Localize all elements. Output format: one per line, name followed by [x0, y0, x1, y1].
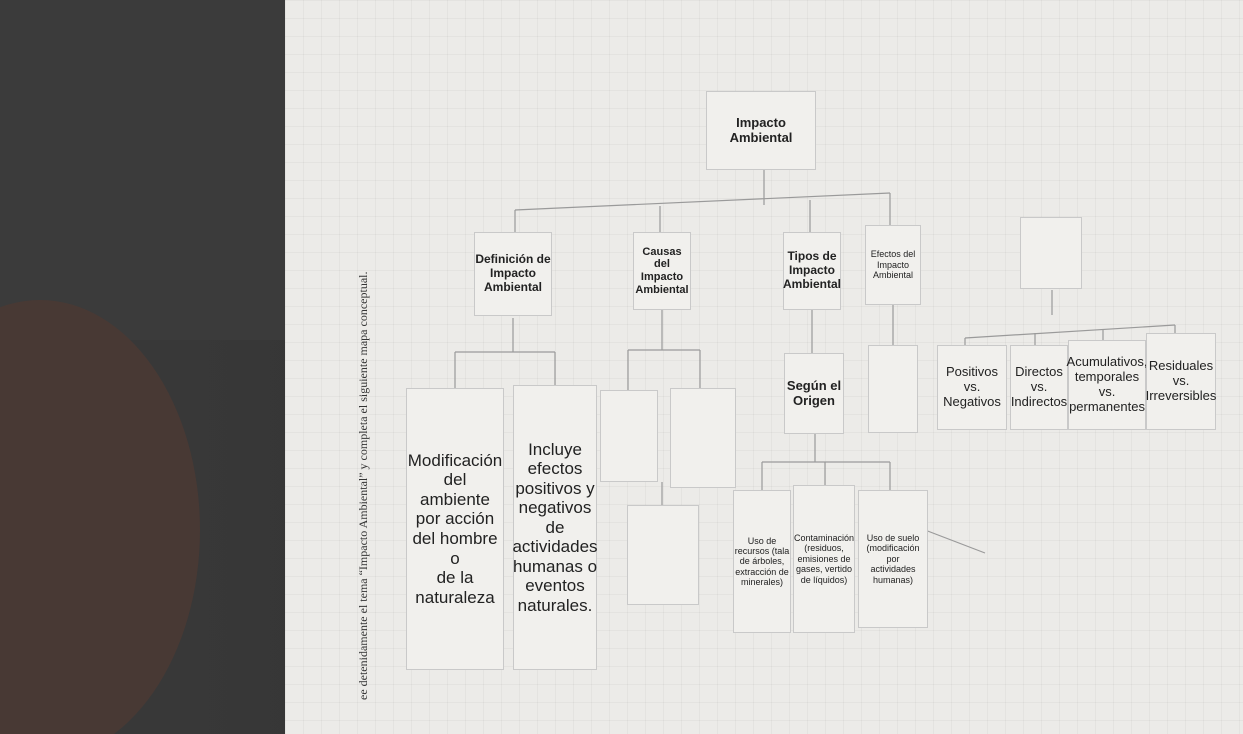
node-segun-origen: Según el Origen: [784, 353, 844, 434]
node-blank-causa-3[interactable]: [627, 505, 699, 605]
node-incluye: Incluye efectos positivos y negativos de…: [512, 385, 598, 670]
node-tipos: Tipos de Impacto Ambiental: [783, 232, 841, 310]
node-residuales: Residuales vs. Irreversibles: [1146, 333, 1216, 430]
node-definicion: Definición de Impacto Ambiental: [474, 232, 552, 316]
node-uso-suelo: Uso de suelo (modificación por actividad…: [858, 490, 928, 628]
node-directos-indirectos: Directos vs. Indirectos: [1010, 345, 1068, 430]
dark-background: [0, 0, 290, 340]
root-node: Impacto Ambiental: [706, 91, 816, 170]
node-modificacion: Modificación del ambiente por acción del…: [406, 388, 504, 670]
node-acumulativos: Acumulativos, temporales vs. permanentes: [1067, 340, 1147, 430]
node-blank-causa-2[interactable]: [670, 388, 736, 488]
node-efectos: Efectos del Impacto Ambiental: [865, 225, 921, 305]
node-uso-recursos: Uso de recursos (tala de árboles, extrac…: [733, 490, 791, 633]
node-blank-causa-1[interactable]: [600, 390, 658, 482]
node-positivos-negativos: Positivos vs. Negativos: [937, 345, 1007, 430]
node-blank-level1[interactable]: [1020, 217, 1082, 289]
node-contaminacion: Contaminación (residuos, emisiones de ga…: [793, 485, 855, 633]
node-causas: Causas del Impacto Ambiental: [633, 232, 691, 310]
node-blank-tipo[interactable]: [868, 345, 918, 433]
